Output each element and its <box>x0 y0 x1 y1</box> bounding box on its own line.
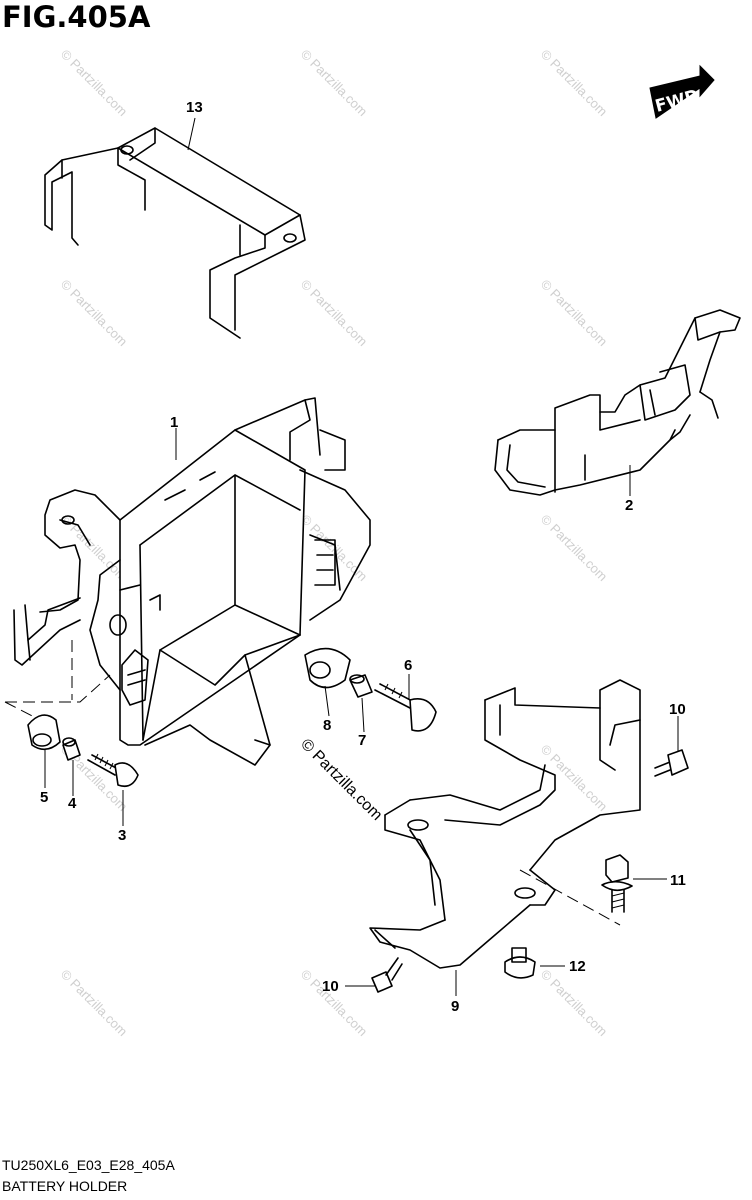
bracket-icon <box>369 679 641 969</box>
bolt-icon <box>601 854 633 913</box>
bolt-icon <box>654 749 689 777</box>
callout-2: 2 <box>625 497 633 514</box>
assembly-line <box>5 674 111 703</box>
callout-1: 1 <box>170 414 178 431</box>
watermark: © Partzilla.com <box>298 277 371 350</box>
battery-band-icon <box>494 309 741 496</box>
figure-title: FIG.405A <box>2 0 151 34</box>
watermark: © Partzilla.com <box>58 967 131 1040</box>
callout-4: 4 <box>68 795 77 812</box>
callout-11: 11 <box>670 872 686 889</box>
assembly-line <box>519 869 621 926</box>
forward-arrow-icon <box>649 64 715 119</box>
figure-caption: BATTERY HOLDER <box>2 1178 128 1194</box>
watermark: © Partzilla.com <box>298 512 371 585</box>
watermark: © Partzilla.com <box>58 277 131 350</box>
assembly-line <box>4 701 41 721</box>
callout-10-left: 10 <box>322 978 339 995</box>
callout-layer: 13 1 2 5 4 3 6 7 8 10 11 12 10 9 <box>40 99 686 1015</box>
callout-12: 12 <box>569 958 586 975</box>
battery-case-icon <box>13 397 371 766</box>
bolt-icon <box>371 957 403 993</box>
watermark: © Partzilla.com <box>538 512 611 585</box>
collar-icon <box>62 737 81 761</box>
watermark: © Partzilla.com <box>58 47 131 120</box>
collar-icon <box>349 674 373 698</box>
callout-6: 6 <box>404 657 412 674</box>
leader-lines <box>44 117 679 996</box>
cover-icon <box>44 127 306 339</box>
watermark: © Partzilla.com <box>538 47 611 120</box>
watermark: © Partzilla.com <box>538 967 611 1040</box>
watermark: © Partzilla.com <box>538 277 611 350</box>
cushion-icon <box>304 647 351 689</box>
bolt-icon <box>374 683 437 732</box>
bolt-icon <box>87 753 139 788</box>
model-code: TU250XL6_E03_E28_405A <box>2 1157 175 1173</box>
callout-10-right: 10 <box>669 701 686 718</box>
callout-3: 3 <box>118 827 126 844</box>
callout-13: 13 <box>186 99 203 116</box>
callout-7: 7 <box>358 732 366 749</box>
callout-8: 8 <box>323 717 331 734</box>
cushion-icon <box>27 714 61 751</box>
watermark-center: © Partzilla.com <box>297 736 385 824</box>
callout-9: 9 <box>451 998 459 1015</box>
nut-icon <box>504 947 536 979</box>
watermark: © Partzilla.com <box>298 47 371 120</box>
callout-5: 5 <box>40 789 48 806</box>
fwd-badge: FWD <box>649 64 715 119</box>
